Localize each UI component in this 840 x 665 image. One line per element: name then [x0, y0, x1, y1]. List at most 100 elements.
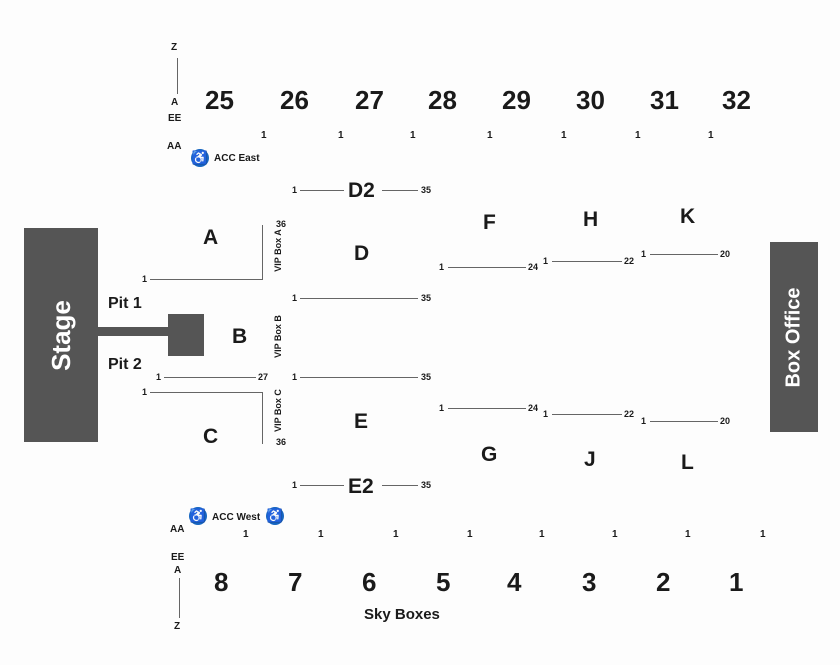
pit-2-label: Pit 2 — [108, 356, 142, 373]
section-2: 2 — [656, 567, 671, 597]
section-e2: E2 — [348, 475, 374, 498]
row-a-bottom: A — [174, 565, 182, 576]
row-line-e2-right — [382, 485, 418, 486]
seat-1-bottom-2: 1 — [685, 529, 691, 540]
section-25: 25 — [205, 85, 234, 115]
section-5: 5 — [436, 567, 451, 597]
seat-20-k: 20 — [720, 249, 731, 259]
seat-35-d2: 35 — [421, 185, 432, 195]
vip-box-b-label: VIP Box B — [272, 315, 283, 358]
section-l: L — [681, 451, 694, 474]
seat-27-pit2: 27 — [258, 372, 269, 382]
seat-22-j: 22 — [624, 409, 635, 419]
seat-1-top-26: 1 — [261, 130, 267, 141]
vip-box-a-label: VIP Box A — [272, 229, 283, 272]
seat-1-bottom-1: 1 — [760, 529, 766, 540]
seat-36-c: 36 — [276, 437, 287, 447]
seat-1-top-28: 1 — [410, 130, 416, 141]
pit-1-label: Pit 1 — [108, 295, 142, 312]
seat-1-pit2: 1 — [156, 372, 162, 382]
row-ee-bottom: EE — [171, 552, 185, 563]
section-3: 3 — [582, 567, 597, 597]
seat-1-bottom-8: 1 — [243, 529, 249, 540]
section-30: 30 — [576, 85, 605, 115]
seat-36-a: 36 — [276, 219, 287, 229]
section-k: K — [680, 205, 696, 228]
sky-boxes-label: Sky Boxes — [364, 606, 440, 623]
wheelchair-icon: ♿ — [191, 149, 209, 167]
row-line-k — [650, 254, 718, 255]
seat-1-bottom-5: 1 — [467, 529, 473, 540]
row-aa-bottom: AA — [170, 524, 185, 535]
row-line-a — [150, 279, 262, 280]
row-line-e — [300, 377, 418, 378]
section-32: 32 — [722, 85, 751, 115]
wheelchair-icon: ♿ — [266, 507, 284, 525]
seat-20-l: 20 — [720, 416, 731, 426]
acc-west-label: ACC West — [212, 512, 261, 523]
seat-1-top-31: 1 — [635, 130, 641, 141]
section-d2: D2 — [348, 179, 375, 202]
stage-label: Stage — [45, 299, 76, 371]
section-7: 7 — [288, 567, 303, 597]
seat-1-e: 1 — [292, 372, 298, 382]
section-28: 28 — [428, 85, 457, 115]
row-a-top: A — [171, 97, 179, 108]
row-line-c — [150, 392, 262, 393]
section-26: 26 — [280, 85, 309, 115]
seat-1-bottom-3: 1 — [612, 529, 618, 540]
section-a: A — [203, 226, 219, 249]
section-f: F — [483, 211, 496, 234]
row-line-j — [552, 414, 622, 415]
seat-22-h: 22 — [624, 256, 635, 266]
row-line-c-vert — [262, 392, 263, 444]
box-office: Box Office — [770, 242, 818, 432]
box-office-label: Box Office — [782, 286, 805, 388]
seat-1-f: 1 — [439, 262, 445, 272]
seat-1-top-32: 1 — [708, 130, 714, 141]
seat-1-bottom-6: 1 — [393, 529, 399, 540]
section-8: 8 — [214, 567, 229, 597]
section-d: D — [354, 242, 370, 265]
seat-1-g: 1 — [439, 403, 445, 413]
seat-24-f: 24 — [528, 262, 539, 272]
seat-1-h: 1 — [543, 256, 549, 266]
seat-1-d2: 1 — [292, 185, 298, 195]
seat-1-k: 1 — [641, 249, 647, 259]
seat-1-a: 1 — [142, 274, 148, 284]
section-c: C — [203, 425, 219, 448]
section-27: 27 — [355, 85, 384, 115]
seat-1-d: 1 — [292, 293, 298, 303]
seat-1-top-29: 1 — [487, 130, 493, 141]
seat-35-e: 35 — [421, 372, 432, 382]
seat-1-top-30: 1 — [561, 130, 567, 141]
row-line-d2-left — [300, 190, 344, 191]
row-line-g — [448, 408, 526, 409]
seat-1-e2: 1 — [292, 480, 298, 490]
seat-1-l: 1 — [641, 416, 647, 426]
seat-1-c: 1 — [142, 387, 148, 397]
stage: Stage — [24, 228, 98, 442]
row-line-d — [300, 298, 418, 299]
row-line-pit2 — [164, 377, 256, 378]
seat-1-top-27: 1 — [338, 130, 344, 141]
section-j: J — [584, 448, 596, 471]
section-e: E — [354, 410, 369, 433]
stage-runway — [98, 327, 170, 336]
row-z-bottom: Z — [174, 621, 181, 632]
row-z-top: Z — [171, 42, 178, 53]
section-1: 1 — [729, 567, 744, 597]
section-6: 6 — [362, 567, 377, 597]
stage-thrust — [168, 314, 204, 356]
row-line-d2-right — [382, 190, 418, 191]
row-line-a-vert — [262, 225, 263, 280]
section-g: G — [481, 443, 498, 466]
seat-1-bottom-4: 1 — [539, 529, 545, 540]
seat-24-g: 24 — [528, 403, 539, 413]
row-line-l — [650, 421, 718, 422]
section-31: 31 — [650, 85, 679, 115]
seat-35-e2: 35 — [421, 480, 432, 490]
section-4: 4 — [507, 567, 522, 597]
seat-1-j: 1 — [543, 409, 549, 419]
